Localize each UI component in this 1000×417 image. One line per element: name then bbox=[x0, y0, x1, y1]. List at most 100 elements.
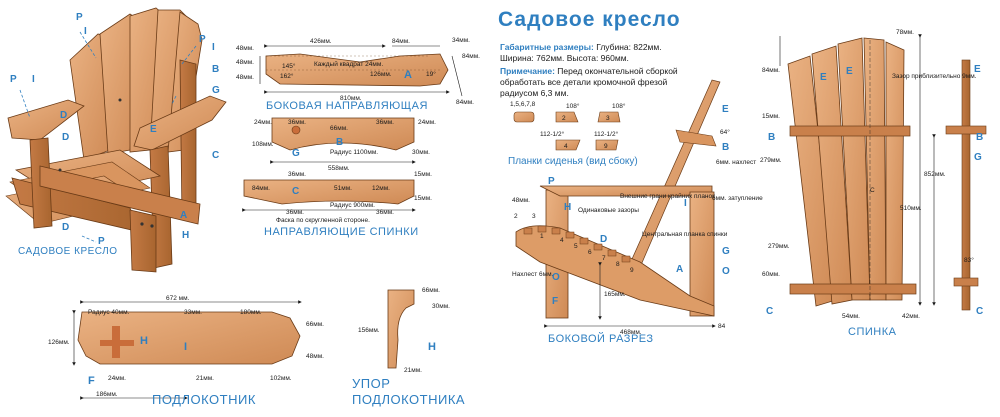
side-rail-h2: 48мм. bbox=[236, 59, 254, 66]
back-d54: 54мм. bbox=[842, 313, 860, 320]
section-n3: 3 bbox=[532, 213, 536, 220]
section-letter-p: P bbox=[548, 176, 555, 187]
armrest-drawing bbox=[72, 300, 302, 400]
section-n1: 1 bbox=[540, 233, 544, 240]
armrest-r40: Радиус 40мм. bbox=[88, 309, 130, 316]
slat-ids: 1,5,6,7,8 bbox=[510, 101, 536, 108]
side-rail-r84b: 84мм. bbox=[456, 99, 474, 106]
section-letter-h: H bbox=[564, 202, 571, 213]
back-cl: C bbox=[870, 187, 875, 194]
rail-c-letter: C bbox=[292, 186, 299, 197]
section-vnesh: Внешние грани крайних планок bbox=[620, 192, 715, 200]
slat-ang-112a: 112-1/2° bbox=[540, 130, 565, 138]
back-gap: Зазор приблизительно 9мм. bbox=[892, 72, 977, 80]
chair-letter-h1: H bbox=[182, 230, 189, 241]
rail-c-note: Фаска по скругленной стороне. bbox=[276, 216, 370, 224]
caption-side-section: БОКОВОЙ РАЗРЕЗ bbox=[548, 333, 654, 345]
section-letter-b: B bbox=[722, 142, 729, 153]
spec-dims-value: Глубина: 822мм. Ширина: 762мм. Высота: 9… bbox=[500, 42, 662, 63]
support-letter-h: H bbox=[428, 341, 436, 353]
chair-letter-d2: D bbox=[62, 132, 69, 143]
section-naklest1: 6мм. нахлест bbox=[716, 159, 756, 166]
slat-n9: 9 bbox=[604, 143, 608, 150]
back-d510: 510мм. bbox=[900, 205, 922, 212]
slat-ang-108b: 108° bbox=[612, 102, 626, 110]
side-rail-len-total: 810мм. bbox=[340, 95, 362, 102]
rail-b-radius: Радиус 1100мм. bbox=[330, 149, 378, 156]
support-d21: 21мм. bbox=[404, 367, 422, 374]
caption-armrest: ПОДЛОКОТНИК bbox=[152, 392, 256, 407]
rail-c-h15a: 15мм. bbox=[414, 171, 432, 178]
rail-c-h15b: 15мм. bbox=[414, 195, 432, 202]
section-d165: 165мм. bbox=[604, 291, 626, 298]
chair-letter-p2: P bbox=[199, 34, 206, 45]
armrest-d33: 33мм. bbox=[184, 309, 202, 316]
caption-arm-support-2: ПОДЛОКОТНИКА bbox=[352, 392, 466, 407]
side-rail-seg: 126мм. bbox=[370, 71, 392, 78]
caption-back-rails: НАПРАВЛЯЮЩИЕ СПИНКИ bbox=[264, 226, 419, 238]
section-letter-e: E bbox=[722, 104, 729, 115]
section-letter-a: A bbox=[676, 264, 683, 275]
back-letter-g: G bbox=[974, 152, 982, 163]
caption-slats: Планки сиденья (вид сбоку) bbox=[508, 156, 638, 167]
seat-slats-drawing bbox=[513, 111, 621, 151]
section-n2: 2 bbox=[514, 213, 518, 220]
back-letter-e1: E bbox=[820, 72, 827, 83]
side-rail-ang1: 145° bbox=[282, 62, 296, 70]
side-rail-h1: 48мм. bbox=[236, 45, 254, 52]
armrest-d66: 66мм. bbox=[306, 321, 324, 328]
spec-note-value: Перед окончательной сборкой обработать в… bbox=[500, 66, 678, 98]
back-letter-e2: E bbox=[846, 66, 853, 77]
section-letter-o1: O bbox=[722, 266, 730, 277]
back-d15: 15мм. bbox=[762, 113, 780, 120]
rail-c-h-left: 84мм. bbox=[252, 185, 270, 192]
rail-b-h-left: 24мм. bbox=[254, 119, 272, 126]
caption-side-rail: БОКОВАЯ НАПРАВЛЯЮЩАЯ bbox=[266, 100, 428, 112]
side-rail-h3: 48мм. bbox=[236, 74, 254, 81]
armrest-d24: 24мм. bbox=[108, 375, 126, 382]
side-rail-len-top: 426мм. bbox=[310, 38, 332, 45]
rail-c-radius: Радиус 900мм. bbox=[330, 202, 375, 209]
section-central: Центральная планка спинки bbox=[642, 231, 728, 238]
section-ang64: 64° bbox=[720, 128, 730, 136]
chair-letter-i3: I bbox=[32, 74, 35, 85]
back-ang83: 83° bbox=[964, 256, 974, 264]
rail-c-w-right: 36мм. bbox=[376, 209, 394, 216]
armrest-d180: 180мм. bbox=[240, 309, 262, 316]
slat-ang-108a: 108° bbox=[566, 102, 580, 110]
rail-b-w-left: 36мм. bbox=[288, 119, 306, 126]
section-odinak: Одинаковые зазоры bbox=[578, 207, 639, 214]
armrest-d672: 672 мм. bbox=[166, 295, 190, 302]
section-letter-d: D bbox=[600, 234, 607, 245]
back-letter-b1: B bbox=[768, 132, 775, 143]
back-drawing bbox=[779, 34, 987, 311]
spec-note-label: Примечание: bbox=[500, 66, 555, 76]
rail-c-h12: 12мм. bbox=[372, 185, 390, 192]
chair-letter-a1: A bbox=[180, 210, 187, 221]
armrest-letter-i: I bbox=[184, 341, 187, 353]
section-d84: 84 bbox=[718, 323, 726, 330]
caption-arm-support-1: УПОР bbox=[352, 376, 391, 391]
section-n6: 6 bbox=[588, 249, 592, 256]
rail-c-w-left: 36мм. bbox=[288, 171, 306, 178]
section-n4: 4 bbox=[560, 237, 564, 244]
back-letter-b2: B bbox=[976, 132, 983, 143]
back-d84: 84мм. bbox=[762, 67, 780, 74]
chair-letter-i2: I bbox=[212, 42, 215, 53]
slat-ang-112b: 112-1/2° bbox=[594, 130, 619, 138]
rail-c-w-left-2: 36мм. bbox=[286, 209, 304, 216]
back-letter-c1: C bbox=[766, 306, 773, 317]
section-letter-o2: O bbox=[552, 272, 560, 283]
side-rail-r34: 34мм. bbox=[452, 37, 470, 44]
section-letter-f: F bbox=[552, 296, 558, 307]
back-d852: 852мм. bbox=[924, 171, 946, 178]
rail-g-letter: G bbox=[292, 148, 300, 159]
chair-letter-c1: C bbox=[212, 150, 219, 161]
section-letter-g: G bbox=[722, 246, 730, 257]
chair-letter-d3: D bbox=[62, 222, 69, 233]
spec-dims-label: Габаритные размеры: bbox=[500, 42, 594, 52]
caption-back: СПИНКА bbox=[848, 326, 897, 338]
back-d78: 78мм. bbox=[896, 29, 914, 36]
section-zatuplenie: 6мм. затупление bbox=[712, 195, 763, 202]
back-letter-e3: E bbox=[974, 64, 981, 75]
